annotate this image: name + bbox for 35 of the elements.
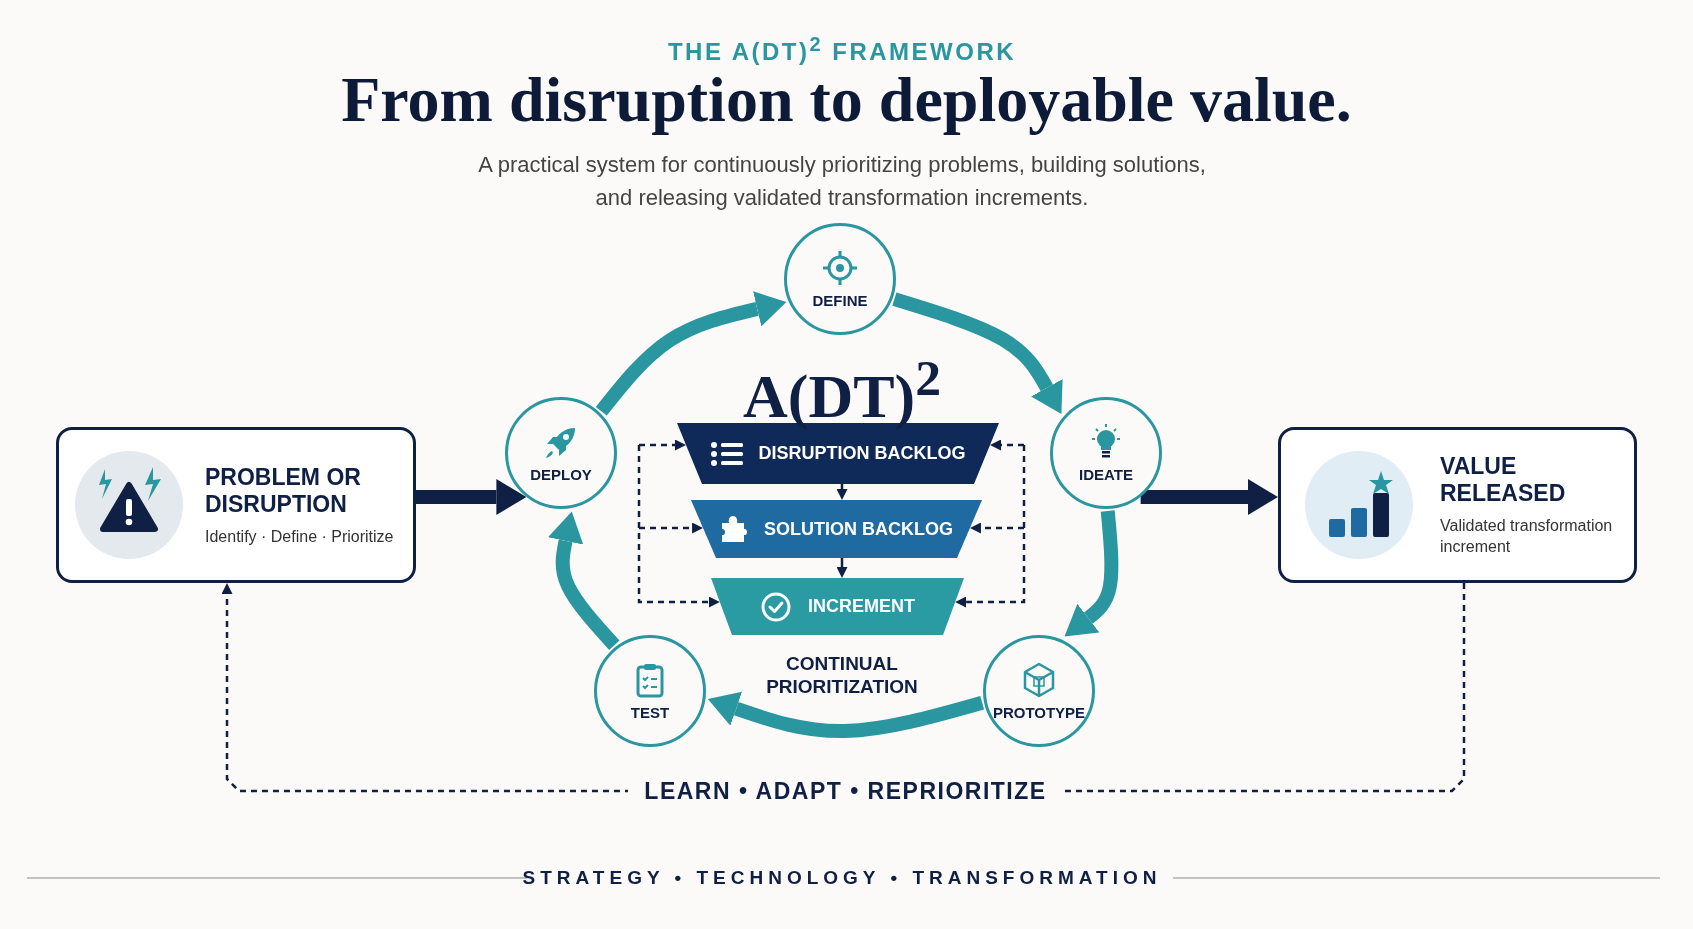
framework-name: A(DT)$^{2}$ <box>742 348 942 432</box>
dashed-arrow <box>639 522 704 534</box>
thick-arrow <box>550 511 620 650</box>
arrow <box>836 558 848 578</box>
stage-label: PROTOTYPE <box>992 703 1086 721</box>
stage-label: TEST <box>630 703 670 721</box>
dashed-arrow <box>637 445 720 608</box>
subtitle: A practical system for continuously prioritizing problems, building solutions, and releasing validated transformation increments. <box>477 151 1207 212</box>
dashed-arrow <box>955 445 1026 608</box>
title: From disruption to deployable value. <box>340 64 1353 137</box>
stage-label: DEFINE <box>812 291 868 309</box>
footer-tagline: STRATEGY • TECHNOLOGY • TRANSFORMATION <box>521 866 1163 890</box>
funnel-label: SOLUTION BACKLOG <box>764 518 953 540</box>
thick-arrow <box>892 292 1062 415</box>
thick-arrow <box>1140 482 1278 512</box>
thick-arrow <box>707 694 985 738</box>
dashed-arrow <box>639 439 686 451</box>
funnel-label: INCREMENT <box>808 596 915 617</box>
thick-arrow <box>416 482 527 512</box>
caption-text: CONTINUAL PRIORITIZATION <box>765 652 919 698</box>
card-description: Identify · Define · Prioritize <box>205 526 395 547</box>
stage-label: IDEATE <box>1079 465 1133 483</box>
card-description: Validated transformation increment <box>1440 516 1614 557</box>
card-heading: VALUE RELEASED <box>1440 453 1567 507</box>
stage-label: DEPLOY <box>530 465 592 483</box>
dashed-arrow <box>969 522 1024 534</box>
problem-card <box>56 427 416 583</box>
card-heading: PROBLEM OR DISRUPTION <box>205 463 362 518</box>
thick-arrow <box>1064 510 1119 637</box>
funnel-label: DISRUPTION BACKLOG <box>758 443 966 464</box>
thick-arrow <box>595 294 787 416</box>
eyebrow-heading: THE A(DT)$^{2}$ FRAMEWORK <box>666 32 1018 67</box>
value-card <box>1278 427 1637 583</box>
arrow <box>836 484 848 500</box>
dashed-arrow <box>990 439 1024 451</box>
